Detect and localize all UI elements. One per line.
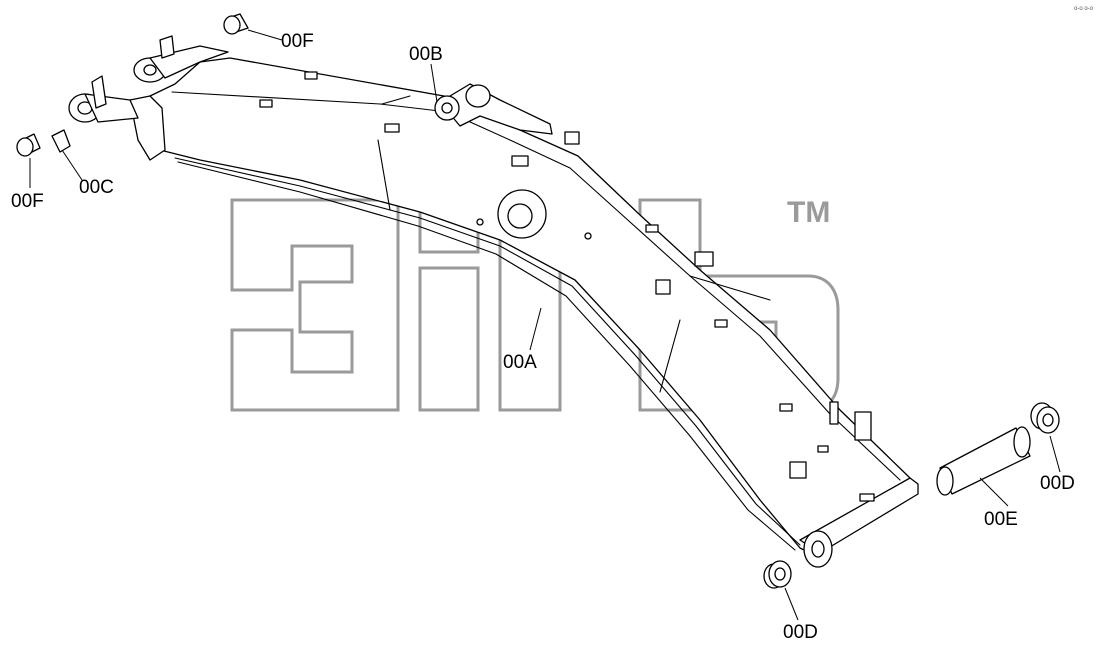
callout-00f-top: 00F [281, 31, 314, 52]
callout-00c: 00C [79, 177, 114, 198]
callout-00a: 00A [503, 352, 537, 373]
boom-structure [68, 35, 919, 568]
plate-00c [51, 129, 71, 153]
collar-00d-bottom [763, 560, 792, 589]
watermark-tm: TM [787, 196, 830, 229]
callout-00d-right: 00D [1040, 473, 1075, 494]
callout-00e: 00E [984, 509, 1018, 530]
corner-mark: o-o o-o [1074, 6, 1094, 12]
pin-00e [936, 426, 1031, 496]
collar-00d-right [1030, 402, 1060, 434]
leader-lines [29, 29, 1061, 621]
callout-00f-left: 00F [11, 191, 44, 212]
callout-00d-bottom: 00D [783, 622, 818, 643]
callout-labels: 00F 00F 00C 00B 00A 00E 00D 00D [11, 31, 1075, 643]
callout-00b: 00B [409, 44, 443, 65]
bushing-00f-left [16, 133, 41, 157]
bushing-00f-top [223, 13, 249, 35]
